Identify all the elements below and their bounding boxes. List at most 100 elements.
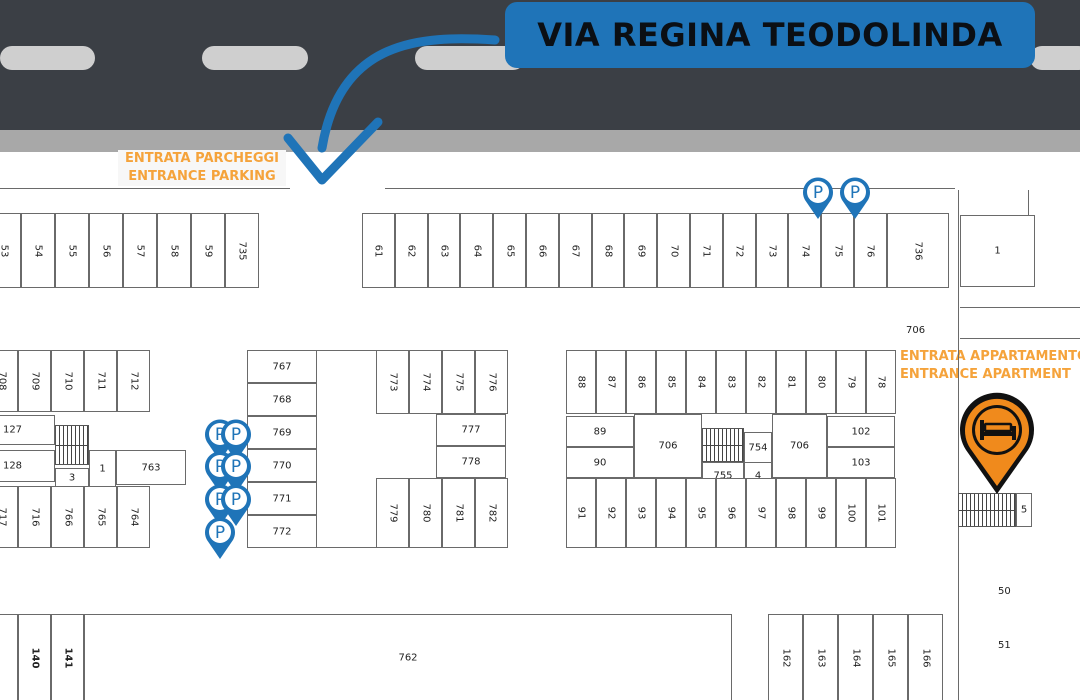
plot: 708: [0, 350, 18, 412]
plot-number: 772: [272, 526, 292, 537]
street-name-sign: VIA REGINA TEODOLINDA: [505, 2, 1035, 68]
plot-number: 776: [486, 372, 497, 392]
plot-number: 164: [850, 648, 861, 668]
plot: 73: [755, 213, 789, 288]
plot: 66: [526, 213, 559, 288]
plot-number: 779: [387, 503, 398, 523]
plot-number: 735: [236, 240, 248, 261]
plot: 85: [656, 350, 686, 414]
plot-number: 780: [420, 503, 431, 523]
plot: 83: [716, 350, 746, 414]
plot: 128: [0, 450, 55, 482]
plot-number: 50: [998, 586, 1011, 597]
plot: 72: [722, 213, 756, 288]
plot: 162: [768, 614, 803, 700]
plot-number: 711: [95, 371, 106, 391]
stairs-icon: [958, 493, 1016, 527]
plot: 1: [960, 215, 1035, 287]
plot-number: 99: [815, 506, 827, 520]
plot: 95: [686, 478, 716, 548]
plot: 770: [247, 449, 317, 482]
plot-number: 762: [398, 652, 418, 664]
boundary-line: [960, 307, 1080, 308]
apartment-entrance-line1: ENTRATA APPARTAMENTO: [900, 349, 1080, 364]
plot-number: 86: [635, 375, 647, 389]
plot: 71: [690, 213, 723, 288]
plot: 81: [776, 350, 806, 414]
plot: 63: [427, 213, 461, 288]
plot-number: 71: [700, 244, 712, 257]
plot: 165: [873, 614, 908, 700]
plot-number: 96: [725, 506, 737, 520]
plot-number: 141: [62, 647, 73, 669]
plot: 762: [84, 614, 732, 700]
boundary-line: [385, 188, 955, 189]
plot-number: 75: [832, 244, 844, 257]
plot: 97: [746, 478, 776, 548]
plot-number: 769: [272, 427, 292, 438]
parking-pin-icon: P: [221, 451, 251, 493]
plot-number: 70: [668, 244, 680, 257]
plot-number: 94: [665, 506, 677, 520]
plot: 82: [746, 350, 776, 414]
plot-number: 766: [62, 507, 73, 527]
stairs-icon: [55, 425, 89, 465]
bed-pin-icon: [960, 392, 1034, 494]
plot: 90: [566, 447, 634, 478]
plot-number: 54: [32, 244, 44, 257]
plot: 706: [634, 414, 702, 478]
parking-pin-letter: P: [850, 183, 860, 203]
plot: 54: [21, 213, 55, 288]
plot: 58: [157, 213, 191, 288]
plot: 1: [89, 450, 116, 488]
courtyard: [317, 350, 377, 548]
plot: 86: [626, 350, 656, 414]
plot: 84: [686, 350, 716, 414]
plot-number: 755: [713, 470, 733, 482]
plot: 59: [191, 213, 225, 288]
parking-pin-letter: P: [215, 425, 225, 445]
plot: 773: [376, 350, 409, 414]
road-sidewalk: [0, 130, 1080, 152]
plot: 736: [886, 213, 949, 288]
road-lane-dash: [202, 46, 308, 70]
plot: 99: [806, 478, 836, 548]
plot: 140: [18, 614, 51, 700]
plot: 80: [806, 350, 836, 414]
plot: 766: [51, 486, 84, 548]
plot: 56: [89, 213, 123, 288]
plot: 94: [656, 478, 686, 548]
plot-number: 64: [471, 244, 483, 257]
parking-pin-icon: P: [221, 419, 251, 461]
plot-number: 82: [755, 375, 767, 389]
parking-pin-letter: P: [231, 425, 241, 445]
parking-pin-letter: P: [215, 490, 225, 510]
plot-number: 5: [1020, 504, 1028, 516]
plot-number: 63: [438, 244, 450, 257]
plot-number: 765: [95, 507, 106, 527]
parking-pin-icon: P: [221, 484, 251, 526]
plot-number: 56: [100, 244, 112, 257]
plot: 771: [247, 482, 317, 515]
parking-pin-letter: P: [231, 490, 241, 510]
plot-number: 3: [68, 472, 76, 484]
plot: 68: [591, 213, 625, 288]
plot: 710: [51, 350, 84, 412]
parking-entrance-line2: ENTRANCE PARKING: [128, 169, 276, 184]
plot: 716: [18, 486, 51, 548]
plot-number: 91: [575, 506, 587, 520]
plot-number: 774: [420, 372, 431, 392]
plot: 61: [362, 213, 395, 288]
plot-number: 736: [912, 240, 924, 261]
plot-number: 102: [851, 426, 871, 437]
plot-number: 79: [845, 375, 857, 389]
plot: 70: [657, 213, 690, 288]
parking-pin-icon: P: [803, 177, 833, 219]
boundary-line: [1028, 190, 1029, 230]
plot: 69: [624, 213, 658, 288]
plot: 91: [566, 478, 596, 548]
boundary-line: [0, 188, 290, 189]
curved-arrow-icon: [283, 34, 500, 185]
plot: 65: [493, 213, 526, 288]
